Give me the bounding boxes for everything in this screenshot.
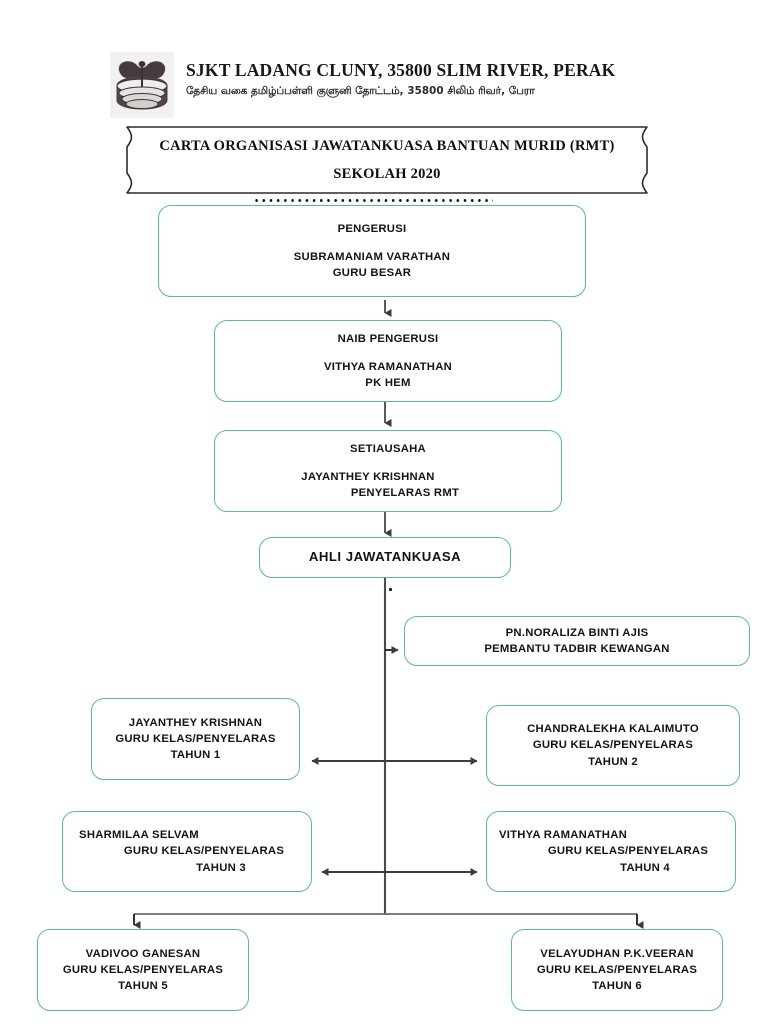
node-tahun-4-position: GURU KELAS/PENYELARAS xyxy=(547,845,709,858)
node-naib-pengerusi-role: NAIB PENGERUSI xyxy=(337,332,439,345)
node-tahun-6[interactable]: VELAYUDHAN P.K.VEERAN GURU KELAS/PENYELA… xyxy=(511,929,723,1011)
school-crest-icon xyxy=(110,52,174,118)
node-tahun-2-position: GURU KELAS/PENYELARAS xyxy=(532,739,694,752)
node-ahli-jawatankuasa-role: AHLI JAWATANKUASA xyxy=(308,549,462,565)
letterhead-text: SJKT LADANG CLUNY, 35800 SLIM RIVER, PER… xyxy=(186,60,670,98)
letterhead: SJKT LADANG CLUNY, 35800 SLIM RIVER, PER… xyxy=(110,52,670,118)
school-name-tamil: தேசிய வகை தமிழ்ப்பள்ளி குளுனி தோட்டம், 3… xyxy=(186,84,535,97)
node-tahun-3[interactable]: SHARMILAA SELVAM GURU KELAS/PENYELARAS T… xyxy=(62,811,312,892)
node-naib-pengerusi[interactable]: NAIB PENGERUSI VITHYA RAMANATHAN PK HEM xyxy=(214,320,562,402)
node-noraliza[interactable]: PN.NORALIZA BINTI AJIS PEMBANTU TADBIR K… xyxy=(404,616,750,666)
stray-dot-mark xyxy=(389,588,392,591)
node-setiausaha[interactable]: SETIAUSAHA JAYANTHEY KRISHNAN PENYELARAS… xyxy=(214,430,562,512)
node-tahun-1-position: GURU KELAS/PENYELARAS xyxy=(115,732,276,745)
node-setiausaha-role: SETIAUSAHA xyxy=(350,442,426,455)
node-tahun-3-name: SHARMILAA SELVAM xyxy=(79,829,199,842)
node-tahun-5[interactable]: VADIVOO GANESAN GURU KELAS/PENYELARAS TA… xyxy=(37,929,249,1011)
node-tahun-3-year: TAHUN 3 xyxy=(196,861,246,874)
node-tahun-5-year: TAHUN 5 xyxy=(118,980,168,993)
node-tahun-4[interactable]: VITHYA RAMANATHAN GURU KELAS/PENYELARAS … xyxy=(486,811,736,892)
node-setiausaha-name: JAYANTHEY KRISHNAN xyxy=(301,470,435,483)
node-tahun-6-name: VELAYUDHAN P.K.VEERAN xyxy=(540,947,694,960)
node-tahun-2-year: TAHUN 2 xyxy=(588,755,638,768)
node-pengerusi-name: SUBRAMANIAM VARATHAN xyxy=(293,250,451,263)
node-tahun-2-name: CHANDRALEKHA KALAIMUTO xyxy=(527,723,699,736)
node-tahun-6-year: TAHUN 6 xyxy=(592,980,642,993)
node-tahun-4-year: TAHUN 4 xyxy=(620,861,670,874)
node-pengerusi[interactable]: PENGERUSI SUBRAMANIAM VARATHAN GURU BESA… xyxy=(158,205,586,297)
node-noraliza-position: PEMBANTU TADBIR KEWANGAN xyxy=(484,643,670,655)
node-setiausaha-position: PENYELARAS RMT xyxy=(350,487,460,500)
node-tahun-2[interactable]: CHANDRALEKHA KALAIMUTO GURU KELAS/PENYEL… xyxy=(486,705,740,786)
node-tahun-1-name: JAYANTHEY KRISHNAN xyxy=(128,716,263,729)
school-name-english: SJKT LADANG CLUNY, 35800 SLIM RIVER, PER… xyxy=(186,60,616,80)
dotted-divider-top xyxy=(253,198,493,203)
node-tahun-4-name: VITHYA RAMANATHAN xyxy=(498,829,628,842)
node-tahun-3-position: GURU KELAS/PENYELARAS xyxy=(123,845,285,858)
chart-title-line-2: SEKOLAH 2020 xyxy=(333,165,441,182)
node-tahun-1-year: TAHUN 1 xyxy=(170,749,221,762)
node-tahun-6-position: GURU KELAS/PENYELARAS xyxy=(536,963,698,976)
node-ahli-jawatankuasa[interactable]: AHLI JAWATANKUASA xyxy=(259,537,511,578)
chart-title-line-1: CARTA ORGANISASI JAWATANKUASA BANTUAN MU… xyxy=(159,137,615,154)
node-tahun-1[interactable]: JAYANTHEY KRISHNAN GURU KELAS/PENYELARAS… xyxy=(91,698,300,780)
node-tahun-5-position: GURU KELAS/PENYELARAS xyxy=(62,963,224,976)
node-naib-pengerusi-name: VITHYA RAMANATHAN xyxy=(323,360,453,373)
node-pengerusi-role: PENGERUSI xyxy=(337,222,407,235)
plaque-frame-shape xyxy=(126,126,648,194)
node-noraliza-name: PN.NORALIZA BINTI AJIS xyxy=(505,626,649,639)
chart-title-plaque: CARTA ORGANISASI JAWATANKUASA BANTUAN MU… xyxy=(113,125,661,195)
node-tahun-5-name: VADIVOO GANESAN xyxy=(85,947,201,960)
node-pengerusi-position: GURU BESAR xyxy=(332,267,412,280)
node-naib-pengerusi-position: PK HEM xyxy=(365,377,411,390)
